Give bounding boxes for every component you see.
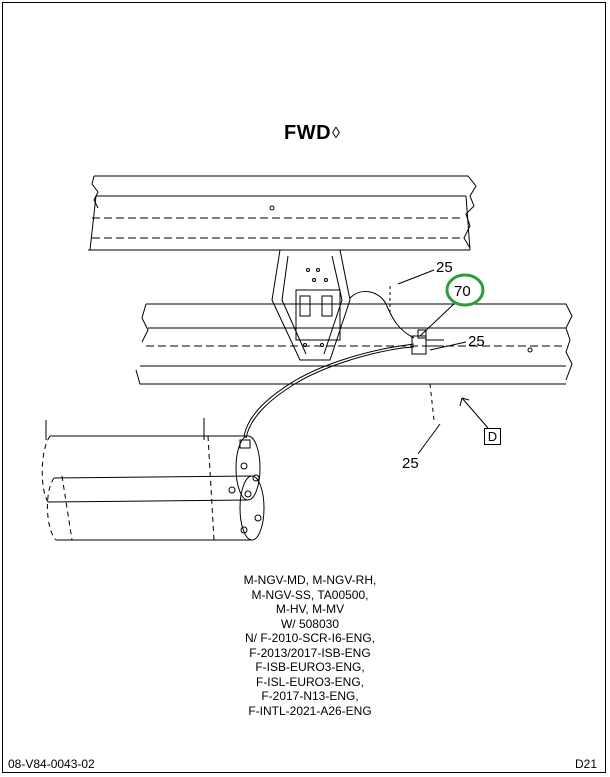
callout-25-lower[interactable]: 25 [402,455,419,472]
note-line: M-NGV-MD, M-NGV-RH, [243,573,377,587]
fwd-text: FWD [284,122,332,144]
note-line: M-HV, M-MV [275,602,345,616]
fuel-line [243,286,415,439]
fitting-assembly [411,329,444,355]
note-line: W/ 508030 [280,616,340,631]
fuel-tanks [41,418,265,541]
leader-lines [397,269,489,455]
note-line: F-2013/2017-ISB-ENG [249,645,371,660]
crossmember [271,249,351,361]
note-line: N/ F-2010-SCR-I6-ENG, [244,631,376,645]
view-reference-box[interactable]: D [484,428,501,445]
highlight-ring [445,273,485,307]
note-line: F-ISB-EURO3-ENG, [255,660,365,674]
callout-25-middle[interactable]: 25 [468,333,485,350]
sheet-number: D21 [575,757,598,771]
applicability-notes: M-NGV-MD, M-NGV-RH, M-NGV-SS, TA00500, M… [205,573,415,718]
note-line: F-INTL-2021-A26-ENG [248,703,372,718]
forward-arrow-icon: ◊ [332,124,341,142]
note-line: F-2017-N13-ENG, [261,689,359,703]
note-line: M-NGV-SS, TA00500, [251,587,369,602]
forward-direction-label: FWD ◊ [284,122,340,145]
upper-frame-rail [88,175,477,251]
callout-70[interactable]: 70 [454,283,471,300]
note-line: F-ISL-EURO3-ENG, [255,674,364,689]
callout-25-upper[interactable]: 25 [436,259,453,276]
lower-frame-rail [135,303,573,385]
document-number: 08-V84-0043-02 [8,757,95,771]
